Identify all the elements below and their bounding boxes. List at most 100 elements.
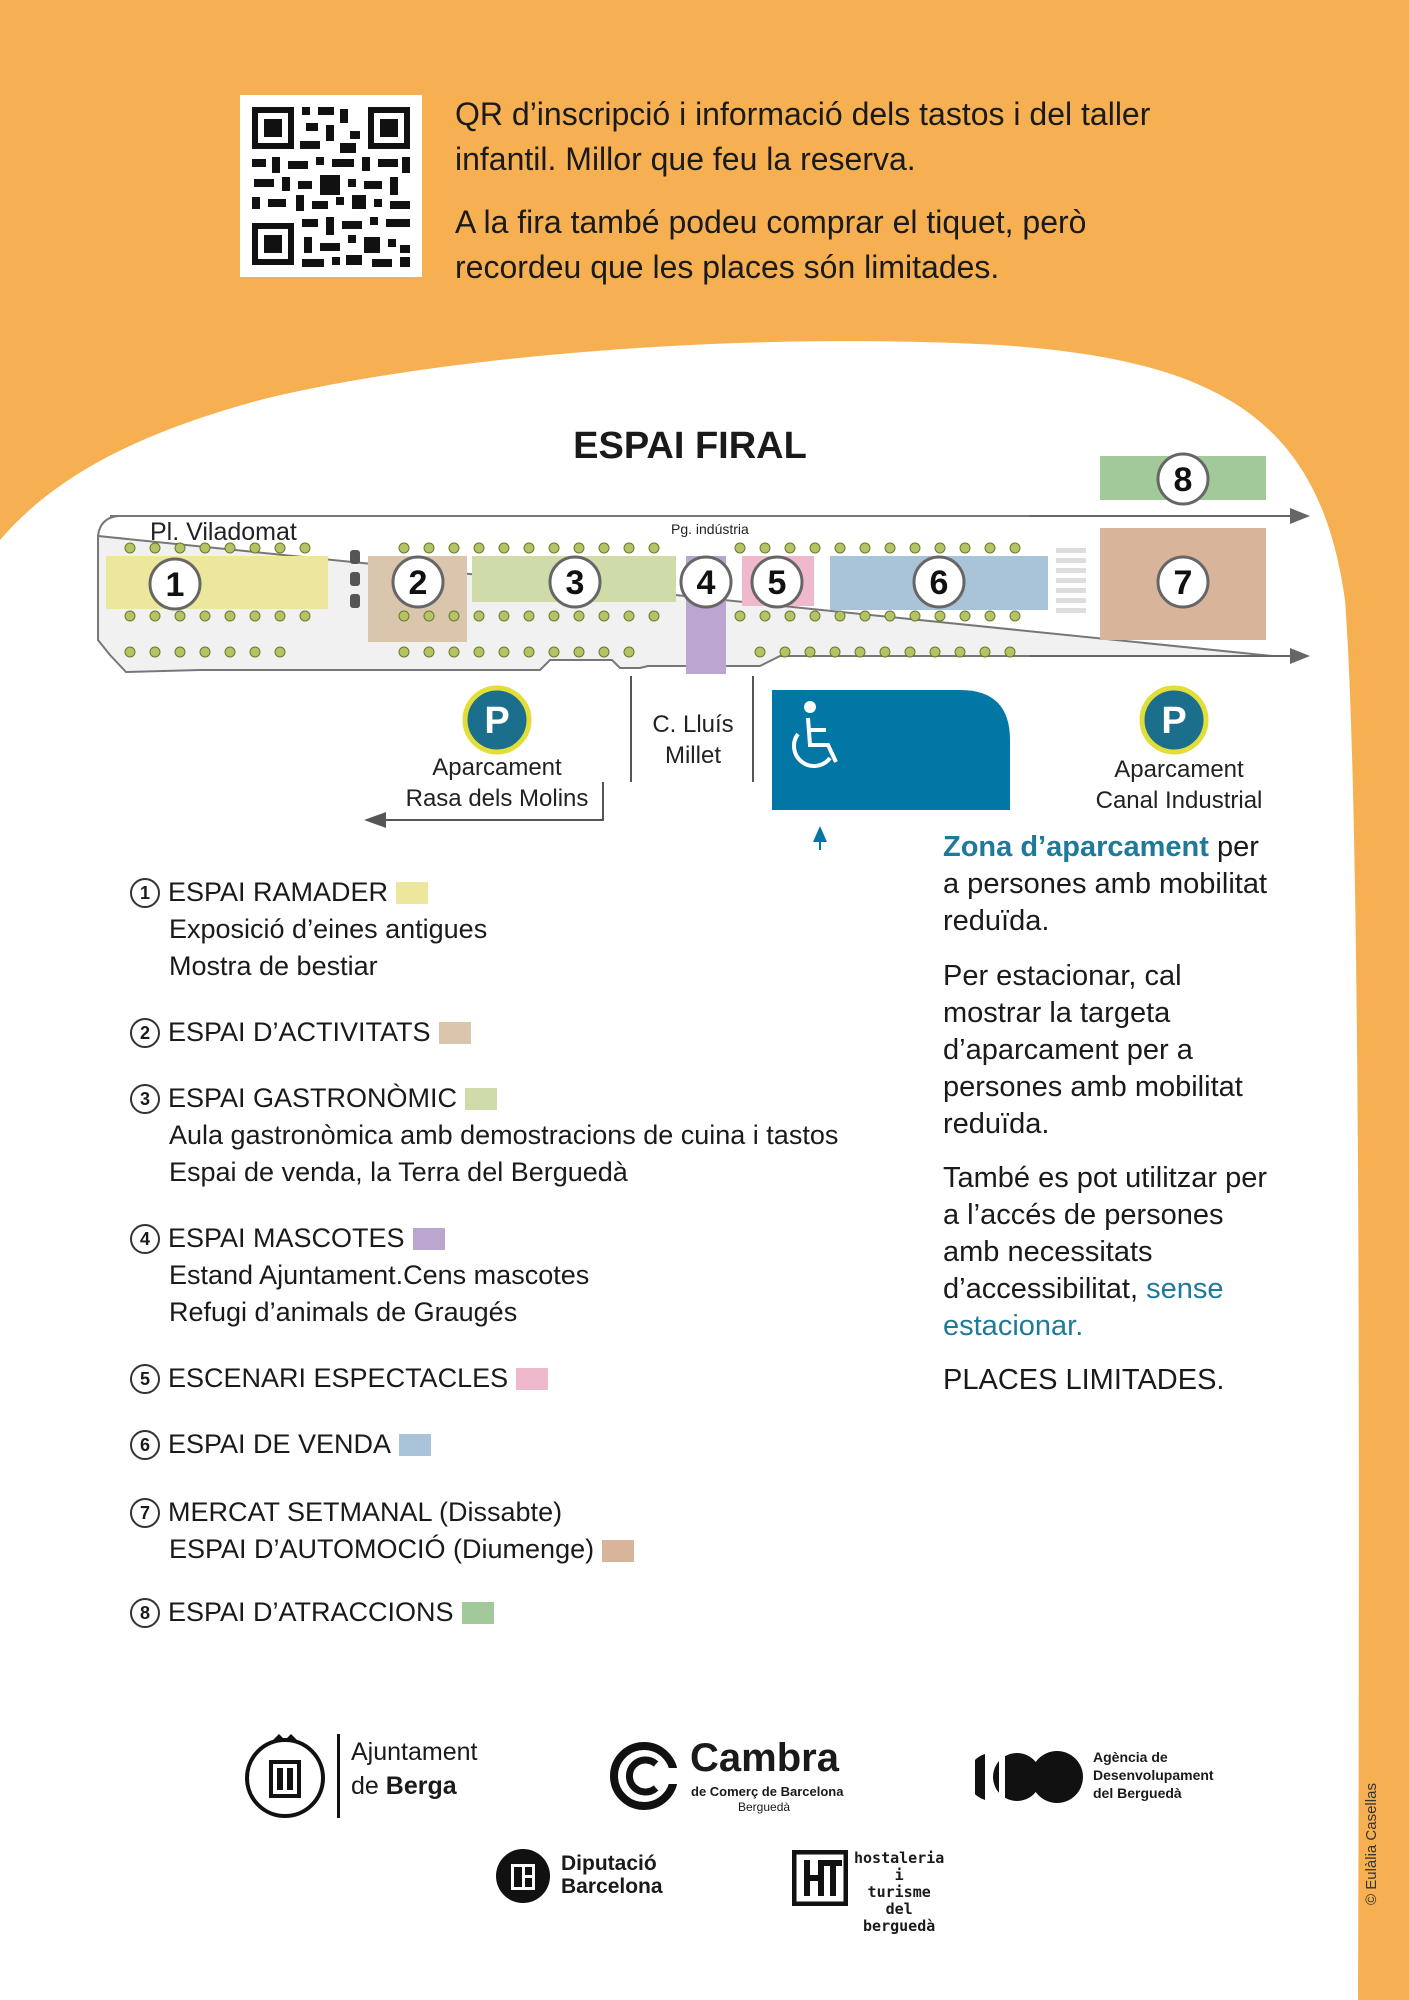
text-line: amb necessitats [943, 1236, 1153, 1268]
logo-diputacio[interactable]: Diputació Barcelona [495, 1848, 675, 1906]
tree-marker [473, 646, 485, 658]
tree-marker [598, 610, 610, 622]
qr-code[interactable] [240, 95, 422, 277]
legend-title: ESCENARI ESPECTACLES [168, 1363, 509, 1393]
tree-marker [498, 646, 510, 658]
accessibility-paragraph-2: Per estacionar, cal mostrar la targeta d… [943, 958, 1283, 1143]
legend-subitem: Espai de venda, la Terra del Berguedà [169, 1157, 628, 1187]
sense-highlight: sense [1146, 1273, 1224, 1305]
zone-marker-label: 6 [930, 564, 949, 602]
tree-marker [623, 542, 635, 554]
text-line: També es pot utilitzar per [943, 1162, 1267, 1194]
diputacio-line: Barcelona [561, 1875, 663, 1898]
berga-line-1: Ajuntament [351, 1738, 478, 1766]
zone-marker-8[interactable] [1156, 452, 1210, 506]
legend-number-icon: 4 [130, 1223, 160, 1254]
legend-item-header: 8 ESPAI D’ATRACCIONS [130, 1594, 494, 1631]
tree-marker [909, 610, 921, 622]
tree-marker [573, 542, 585, 554]
zone-marker-4[interactable] [679, 555, 733, 609]
tree-marker [879, 646, 891, 658]
hostaleria-ht-icon [792, 1850, 848, 1906]
cambra-c-icon [610, 1742, 680, 1810]
diputacio-line: Diputació [561, 1852, 657, 1875]
tree-marker [804, 646, 816, 658]
tree-marker [398, 542, 410, 554]
agencia-line: Agència de [1093, 1749, 1168, 1765]
logo-cambra[interactable]: Cambra de Comerç de Barcelona Berguedà [608, 1736, 858, 1816]
tree-marker [174, 610, 186, 622]
zone-marker-label: 8 [1174, 461, 1193, 499]
tree-marker [854, 646, 866, 658]
zone-marker-3[interactable] [548, 555, 602, 609]
tree-marker [809, 610, 821, 622]
legend-title: MERCAT SETMANAL (Dissabte) [168, 1497, 563, 1527]
tree-marker [498, 610, 510, 622]
wheelchair-icon [792, 701, 838, 768]
tree-marker [274, 610, 286, 622]
accessibility-paragraph-3: També es pot utilitzar per a l’accés de … [943, 1160, 1283, 1345]
tree-marker [573, 646, 585, 658]
zone-marker-label: 7 [1174, 564, 1193, 602]
tree-marker [423, 646, 435, 658]
tree-marker [199, 542, 211, 554]
tree-marker [734, 542, 746, 554]
legend-color-swatch [399, 1433, 432, 1456]
tree-marker [174, 542, 186, 554]
legend-subitem: Aula gastronòmica amb demostracions de c… [169, 1120, 839, 1150]
photo-credit: © Eulàlia Casellas [1363, 1783, 1380, 1905]
tree-marker [829, 646, 841, 658]
tree-marker [784, 542, 796, 554]
legend-number-icon: 6 [130, 1429, 160, 1460]
parking-right-icon[interactable] [1139, 685, 1209, 755]
intro-paragraph-2: A la fira també podeu comprar el tiquet,… [455, 200, 1175, 290]
text-line: Per estacionar, cal [943, 960, 1182, 992]
zone-marker-6[interactable] [912, 555, 966, 609]
tree-marker [498, 542, 510, 554]
tree-marker [959, 542, 971, 554]
tree-marker [598, 646, 610, 658]
map-title: ESPAI FIRAL [573, 425, 807, 467]
tree-marker [623, 646, 635, 658]
cambra-region: Berguedà [738, 1800, 791, 1814]
tree-marker [199, 646, 211, 658]
tree-marker [904, 646, 916, 658]
legend-title: ESPAI DE VENDA [168, 1429, 392, 1459]
place-label-industria: Pg. indústria [671, 521, 749, 537]
tree-marker [754, 646, 766, 658]
logo-agencia[interactable]: Agència de Desenvolupament del Berguedà [975, 1748, 1225, 1808]
zone-1-ramader[interactable] [106, 556, 328, 609]
accessible-parking-zone[interactable] [772, 690, 1010, 810]
legend-number-icon: 2 [130, 1017, 160, 1048]
logo-ajuntament-berga[interactable]: Ajuntament de Berga [243, 1732, 493, 1822]
parking-left-symbol: P [484, 700, 509, 742]
zone-marker-7[interactable] [1156, 555, 1210, 609]
legend-title: ESPAI D’ATRACCIONS [168, 1597, 454, 1627]
tree-marker [959, 610, 971, 622]
tree-marker [249, 542, 261, 554]
agencia-line: Desenvolupament [1093, 1767, 1214, 1783]
logo-hostaleria[interactable]: hostaleria i turisme del berguedà [792, 1848, 944, 1935]
arrow-up-icon [813, 826, 827, 842]
tree-marker [573, 610, 585, 622]
text-line: reduïda. [943, 905, 1050, 937]
legend-number-icon: 8 [130, 1597, 160, 1628]
parking-left-icon[interactable] [462, 685, 532, 755]
legend-number-icon: 7 [130, 1497, 160, 1528]
zone-marker-5[interactable] [750, 555, 804, 609]
tree-marker [984, 542, 996, 554]
legend-color-swatch [396, 881, 429, 904]
tree-marker [859, 610, 871, 622]
zone-marker-2[interactable] [391, 555, 445, 609]
zone-marker-1[interactable] [148, 557, 202, 611]
tree-marker [423, 542, 435, 554]
tree-marker [398, 610, 410, 622]
zone-marker-label: 1 [166, 566, 185, 604]
